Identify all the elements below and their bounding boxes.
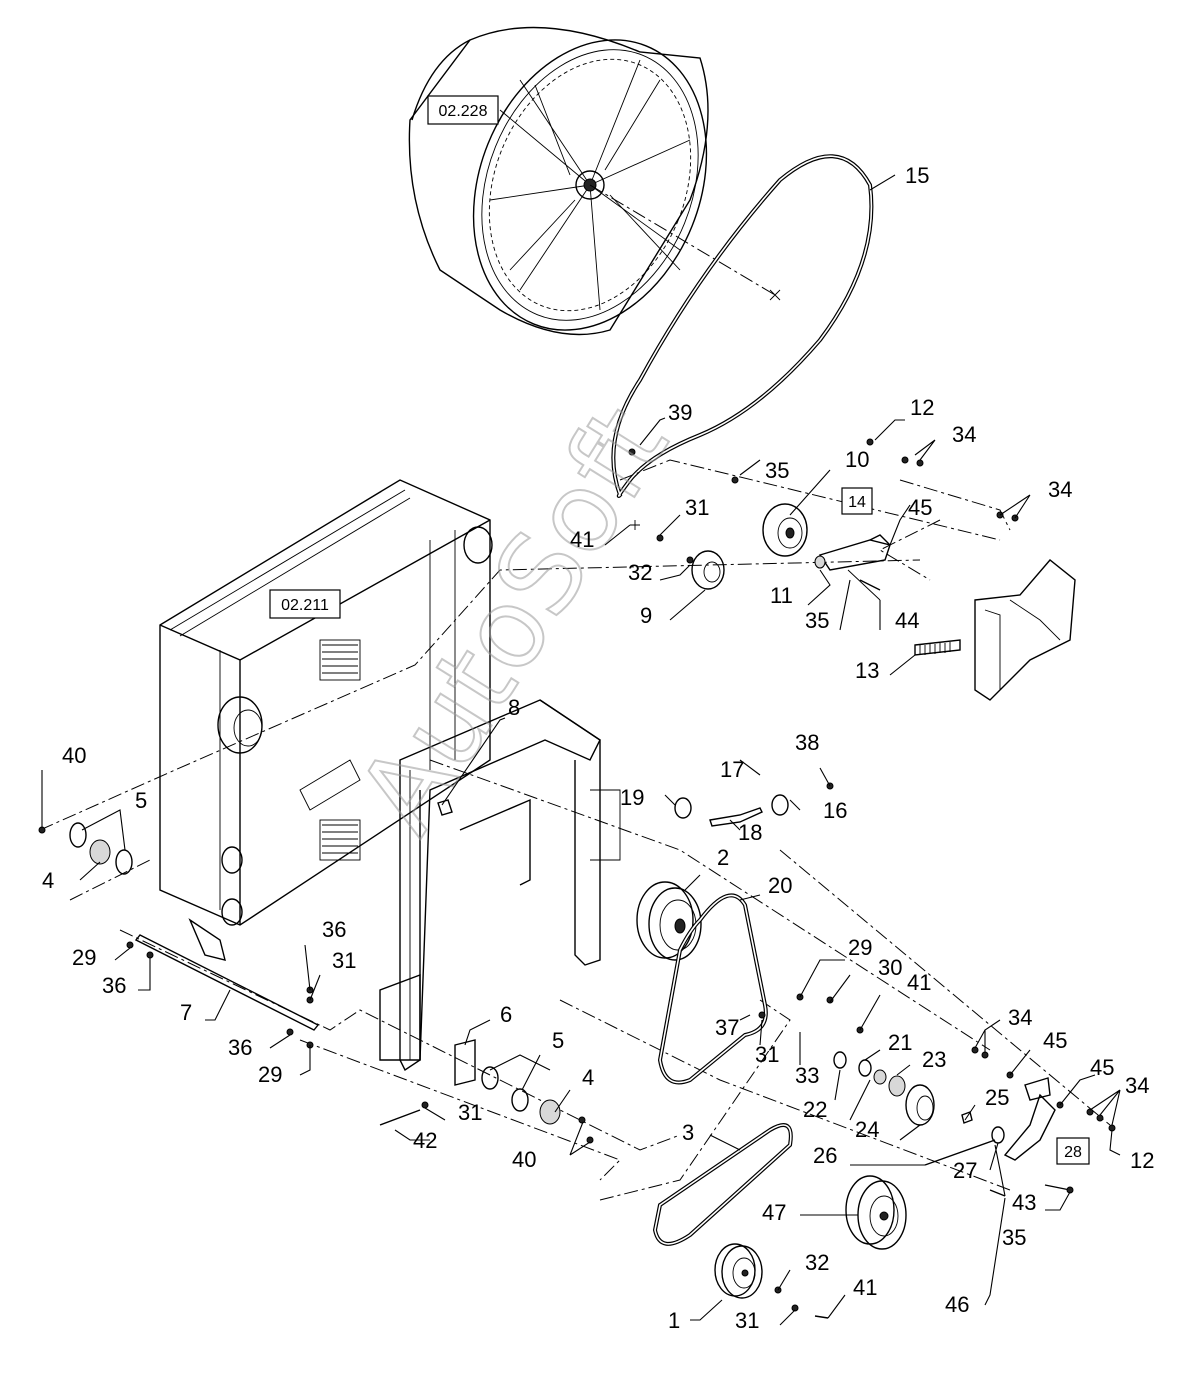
- callout-25: 25: [985, 1085, 1009, 1110]
- tensioner-pulleys-upper: [628, 438, 1076, 701]
- callout-6: 6: [500, 1002, 512, 1027]
- support-frame: [379, 699, 621, 1072]
- callout-29c: 29: [258, 1062, 282, 1087]
- callout-16: 16: [823, 798, 847, 823]
- callout-36c: 36: [228, 1035, 252, 1060]
- callout-36: 36: [322, 917, 346, 942]
- callout-37: 37: [715, 1015, 739, 1040]
- callout-31b: 29: [848, 935, 872, 960]
- callout-34b: 34: [1048, 477, 1072, 502]
- callout-32b: 32: [805, 1250, 829, 1275]
- pulley-47: [845, 1175, 907, 1250]
- callout-11: 11: [770, 583, 793, 608]
- callout-18: 18: [738, 820, 762, 845]
- callout-36b: 36: [102, 973, 126, 998]
- callout-35c: 35: [1002, 1225, 1026, 1250]
- callout-5b: 5: [552, 1028, 564, 1053]
- callout-41: 41: [570, 527, 594, 552]
- callout-31e: 31: [735, 1308, 759, 1333]
- callout-45c: 45: [1090, 1055, 1114, 1080]
- callout-47: 47: [762, 1200, 786, 1225]
- callout-39: 39: [668, 400, 692, 425]
- callout-8: 8: [508, 695, 520, 720]
- callout-12b: 12: [1130, 1148, 1154, 1173]
- callout-23: 23: [922, 1047, 946, 1072]
- callout-33: 33: [795, 1063, 819, 1088]
- callout-4b: 4: [582, 1065, 594, 1090]
- callout-34c: 34: [1008, 1005, 1032, 1030]
- ref-box-fan: 02.228: [427, 95, 499, 125]
- fan-belt-15: [611, 154, 874, 498]
- callout-42: 42: [413, 1128, 437, 1153]
- callout-31: 31: [685, 495, 709, 520]
- callout-34d: 34: [1125, 1073, 1149, 1098]
- belt-20: [657, 893, 768, 1085]
- callout-35b: 35: [805, 608, 829, 633]
- pulley-1: [714, 1189, 1006, 1319]
- fan-drum: [408, 26, 781, 336]
- callout-17: 17: [720, 757, 744, 782]
- callout-labels: 15 39 12 34 35 10 31 41 45 34 32 9 11 35…: [42, 163, 1154, 1333]
- svg-text:02.228: 02.228: [439, 103, 488, 120]
- callout-1: 1: [668, 1308, 680, 1333]
- callout-31c: 31: [755, 1042, 779, 1067]
- callout-30: 30: [878, 955, 902, 980]
- callout-22: 22: [803, 1097, 827, 1122]
- callout-41b: 41: [907, 970, 931, 995]
- callout-45b: 45: [1043, 1028, 1067, 1053]
- callout-32: 32: [628, 560, 652, 585]
- callout-3: 3: [682, 1120, 694, 1145]
- callout-29b: 31: [332, 948, 356, 973]
- callout-46: 46: [945, 1292, 969, 1317]
- callout-24: 24: [855, 1117, 879, 1142]
- callout-45: 45: [908, 495, 932, 520]
- callout-4: 4: [42, 868, 54, 893]
- svg-text:02.211: 02.211: [281, 597, 329, 614]
- left-shaft-parts: [38, 799, 594, 1144]
- radiator-assembly: [159, 479, 493, 961]
- belt-3: [652, 1123, 793, 1246]
- callout-21: 21: [888, 1030, 912, 1055]
- callout-38: 38: [795, 730, 819, 755]
- callout-7: 7: [180, 1000, 192, 1025]
- svg-text:28: 28: [1064, 1144, 1082, 1161]
- callout-40b: 40: [512, 1147, 536, 1172]
- ref-box-28: 28: [1056, 1137, 1090, 1165]
- callout-leaders: [41, 174, 1121, 1326]
- callout-40: 40: [62, 743, 86, 768]
- callout-34: 34: [952, 422, 976, 447]
- callout-41c: 41: [853, 1275, 877, 1300]
- callout-9: 9: [640, 603, 652, 628]
- ref-box-radiator: 02.211: [269, 589, 341, 619]
- ref-box-14: 14: [841, 487, 873, 515]
- callout-15: 15: [905, 163, 929, 188]
- pulley-2: [636, 881, 702, 961]
- callout-10: 10: [845, 447, 869, 472]
- callout-27: 27: [953, 1158, 977, 1183]
- callout-35: 35: [765, 458, 789, 483]
- callout-12: 12: [910, 395, 934, 420]
- callout-43: 43: [1012, 1190, 1036, 1215]
- callout-13: 13: [855, 658, 879, 683]
- callout-2: 2: [717, 845, 729, 870]
- callout-20: 20: [768, 873, 792, 898]
- callout-29: 29: [72, 945, 96, 970]
- svg-text:14: 14: [848, 494, 866, 511]
- callout-44: 44: [895, 608, 919, 633]
- callout-19: 19: [620, 785, 644, 810]
- callout-26: 26: [813, 1143, 837, 1168]
- callout-31d: 31: [458, 1100, 482, 1125]
- callout-5: 5: [135, 788, 147, 813]
- watermark: AutoSoft: [333, 385, 692, 853]
